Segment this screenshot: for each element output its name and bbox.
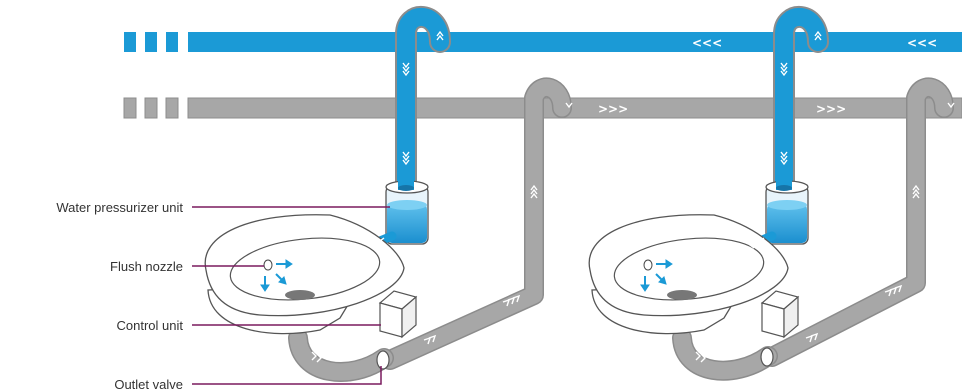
waste-flow-arrow: >>> bbox=[598, 102, 628, 116]
flow-chevron-icon bbox=[311, 30, 955, 363]
waste-riser-pipe-2 bbox=[762, 77, 954, 367]
outlet-valve-icon bbox=[376, 350, 390, 370]
toilet-bowl-icon bbox=[204, 214, 405, 335]
water-pressurizer-icon bbox=[385, 176, 429, 245]
control-unit-box-icon bbox=[378, 290, 418, 339]
callout-flush-nozzle: Flush nozzle bbox=[110, 259, 264, 274]
waste-flow-arrow: >>> bbox=[816, 102, 846, 116]
toilet-bowl-icon bbox=[588, 214, 789, 335]
callout-water-pressurizer: Water pressurizer unit bbox=[56, 200, 390, 215]
waste-riser-pipe-1 bbox=[380, 77, 572, 370]
water-pressurizer-icon bbox=[765, 176, 809, 245]
callout-control-unit: Control unit bbox=[117, 318, 381, 333]
nozzle-spray-arrows-2 bbox=[640, 259, 673, 292]
water-drop-pipe-1 bbox=[395, 6, 451, 201]
water-flow-arrow: <<< bbox=[907, 36, 937, 50]
callout-outlet-valve: Outlet valve bbox=[114, 366, 382, 391]
water-main-pipe bbox=[124, 32, 962, 52]
control-unit-box-icon bbox=[760, 290, 800, 339]
waste-main-pipe bbox=[123, 97, 962, 119]
bowl-outlet-pipe-2 bbox=[672, 328, 778, 381]
water-flow-arrow: <<< bbox=[692, 36, 722, 50]
nozzle-spray-arrows-1 bbox=[260, 259, 293, 292]
label-control-unit: Control unit bbox=[117, 318, 184, 333]
label-water-pressurizer-unit: Water pressurizer unit bbox=[56, 200, 183, 215]
label-flush-nozzle: Flush nozzle bbox=[110, 259, 183, 274]
label-outlet-valve: Outlet valve bbox=[114, 377, 183, 391]
bowl-outlet-pipe-1 bbox=[288, 328, 394, 382]
water-drop-pipe-2 bbox=[773, 6, 829, 201]
outlet-valve-icon bbox=[760, 347, 774, 367]
